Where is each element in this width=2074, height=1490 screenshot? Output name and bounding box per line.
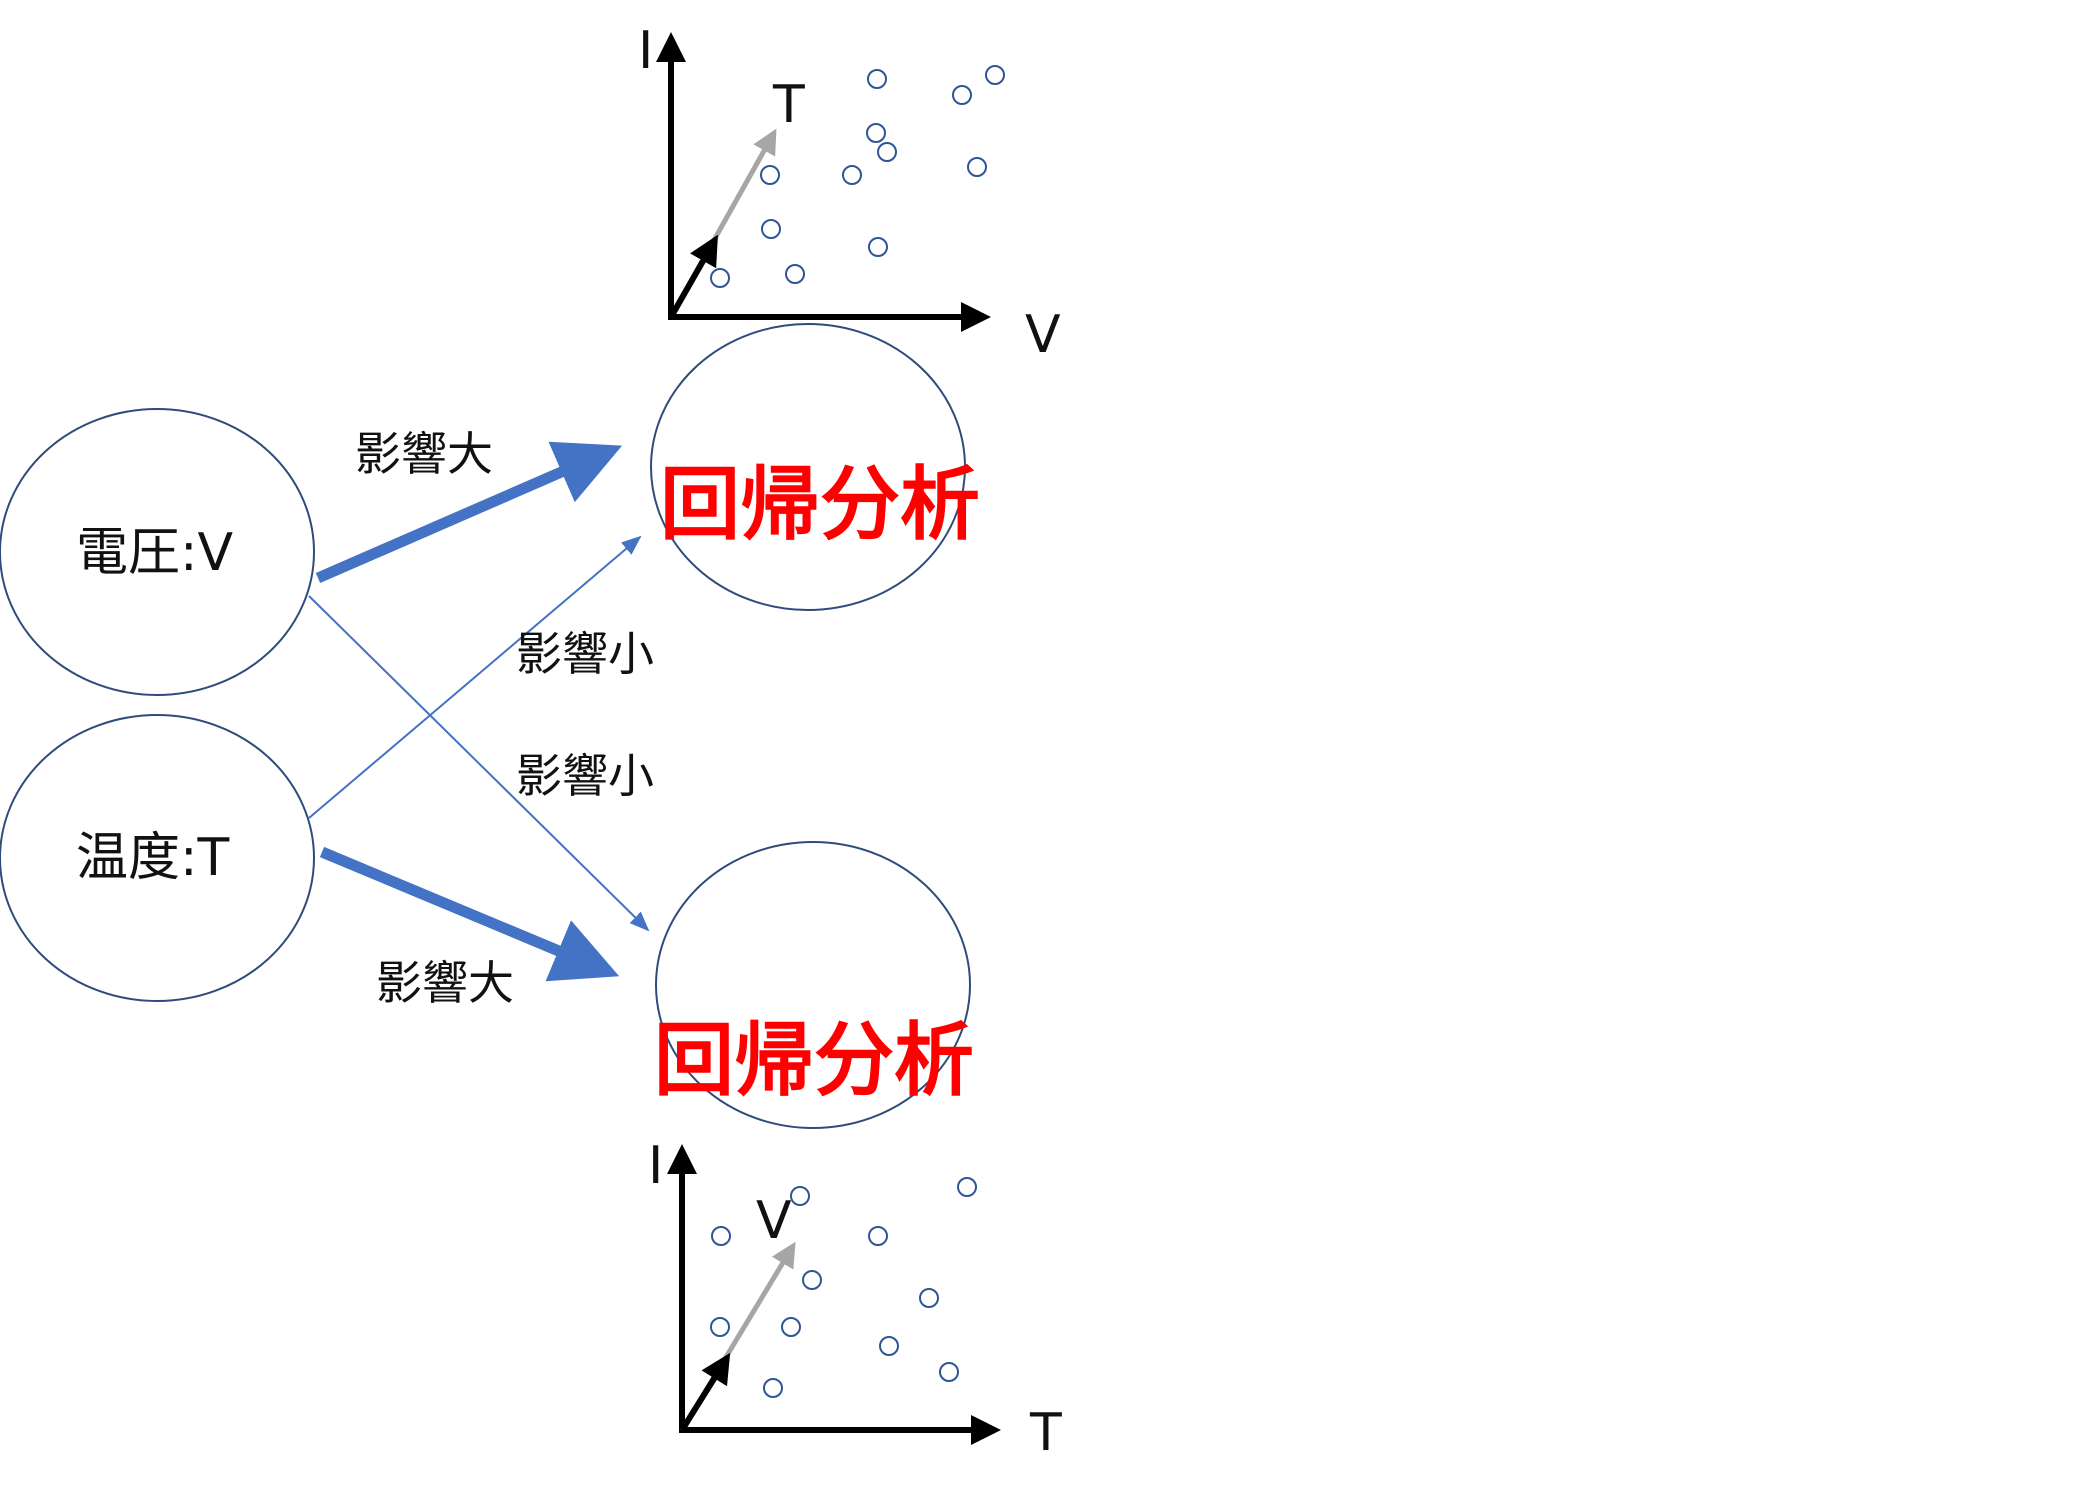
temperature-node-label: 温度:T [76, 828, 230, 888]
temperature-node [0, 714, 315, 1002]
data-point [879, 1336, 899, 1356]
bottom-result-label: 回帰分析 [654, 1014, 974, 1107]
data-point [867, 69, 887, 89]
top-result-node [650, 323, 966, 611]
data-point [985, 65, 1005, 85]
edge-voltage-to-top [315, 441, 623, 584]
bottom-result-node [655, 841, 971, 1129]
voltage-node [0, 408, 315, 696]
data-point [939, 1362, 959, 1382]
edge-label-temperature-top: 影響小 [516, 627, 654, 681]
data-point [952, 85, 972, 105]
data-point [868, 237, 888, 257]
data-point [868, 1226, 888, 1246]
top-plot-markers [710, 65, 1005, 288]
data-point [760, 165, 780, 185]
bottom-plot: I T V [648, 1136, 1062, 1463]
edge-label-temperature-bottom: 影響大 [376, 956, 514, 1010]
data-point [763, 1378, 783, 1398]
data-point [842, 165, 862, 185]
data-point [877, 142, 897, 162]
data-point [785, 264, 805, 284]
data-point [967, 157, 987, 177]
data-point [710, 1317, 730, 1337]
data-point [790, 1186, 810, 1206]
edge-label-voltage-top: 影響大 [355, 427, 493, 481]
data-point [711, 1226, 731, 1246]
bottom-plot-x-label: T [1029, 1403, 1062, 1463]
top-plot-x-label: V [1025, 305, 1061, 365]
voltage-node-label: 電圧:V [76, 523, 234, 583]
edge-label-voltage-bottom: 影響小 [516, 749, 654, 803]
top-plot-t-vector-short [668, 234, 718, 319]
data-point [761, 219, 781, 239]
edge-temperature-to-bottom [319, 846, 620, 982]
top-plot-vector-label: T [772, 75, 805, 135]
top-plot: I V T [638, 21, 1061, 365]
data-point [710, 268, 730, 288]
data-point [802, 1270, 822, 1290]
data-point [957, 1177, 977, 1197]
top-plot-y-label: I [638, 21, 653, 81]
top-result-label: 回帰分析 [660, 458, 980, 551]
bottom-plot-vector-label: V [756, 1191, 792, 1251]
edge-voltage-to-bottom [308, 595, 650, 932]
bottom-plot-y-label: I [648, 1136, 663, 1196]
data-point [866, 123, 886, 143]
bottom-plot-markers [710, 1177, 977, 1398]
data-point [919, 1288, 939, 1308]
data-point [781, 1317, 801, 1337]
bottom-plot-v-vector-short [679, 1352, 731, 1432]
edge-temperature-to-top [308, 535, 642, 819]
